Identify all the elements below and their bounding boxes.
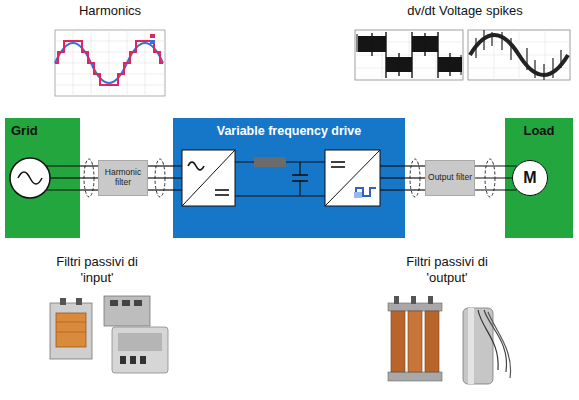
drive-box: Variable frequency drive	[173, 118, 405, 238]
cable-wire	[80, 189, 98, 190]
node-label: Variable frequency drive	[217, 124, 362, 138]
filter-box: Harmonic filter	[98, 160, 148, 196]
three-phase-cable	[405, 166, 425, 190]
cable-wire	[80, 165, 98, 166]
cable-wire	[405, 177, 425, 178]
filter-box: Output filter	[425, 160, 475, 196]
cable-ellipse	[84, 159, 495, 197]
capacitor-symbol	[292, 175, 308, 181]
filter-caption: Filtri passivi di 'output'	[401, 254, 493, 285]
output-filter-photo	[388, 296, 511, 384]
inverter-symbol	[325, 150, 380, 206]
figure-caption: dv/dt Voltage spikes	[370, 3, 560, 19]
cable-wire	[405, 165, 425, 166]
node-label: Harmonic filter	[101, 168, 145, 188]
cable-wire	[148, 189, 173, 190]
node-label: Load	[523, 124, 554, 139]
scope-trace-sine	[468, 30, 570, 80]
rectifier-symbol	[182, 150, 235, 206]
node-label: Grid	[11, 124, 38, 139]
motor-circle: M	[512, 160, 548, 196]
cable-wire	[475, 189, 517, 190]
node-label: M	[523, 169, 536, 187]
figure-caption: Harmonics	[45, 3, 175, 19]
dc-choke-symbol	[254, 157, 286, 167]
harmonics-chart	[55, 30, 165, 96]
three-phase-cable	[148, 166, 173, 190]
scope-trace-square	[355, 30, 463, 80]
cable-wire	[148, 165, 173, 166]
cable-wire	[80, 177, 98, 178]
three-phase-cable	[475, 166, 517, 190]
cable-wire	[405, 189, 425, 190]
cable-wire	[475, 165, 517, 166]
load-box: LoadM	[505, 118, 573, 238]
three-phase-cable	[80, 166, 98, 190]
cable-wire	[475, 177, 512, 178]
input-filter-photo	[50, 296, 168, 373]
ac-source-symbol	[10, 158, 80, 198]
drive-internal-wires	[173, 162, 405, 196]
cable-wire	[148, 177, 173, 178]
filter-caption: Filtri passivi di 'input'	[51, 254, 143, 285]
grid-box: Grid	[5, 118, 80, 238]
node-label: Output filter	[428, 173, 472, 183]
